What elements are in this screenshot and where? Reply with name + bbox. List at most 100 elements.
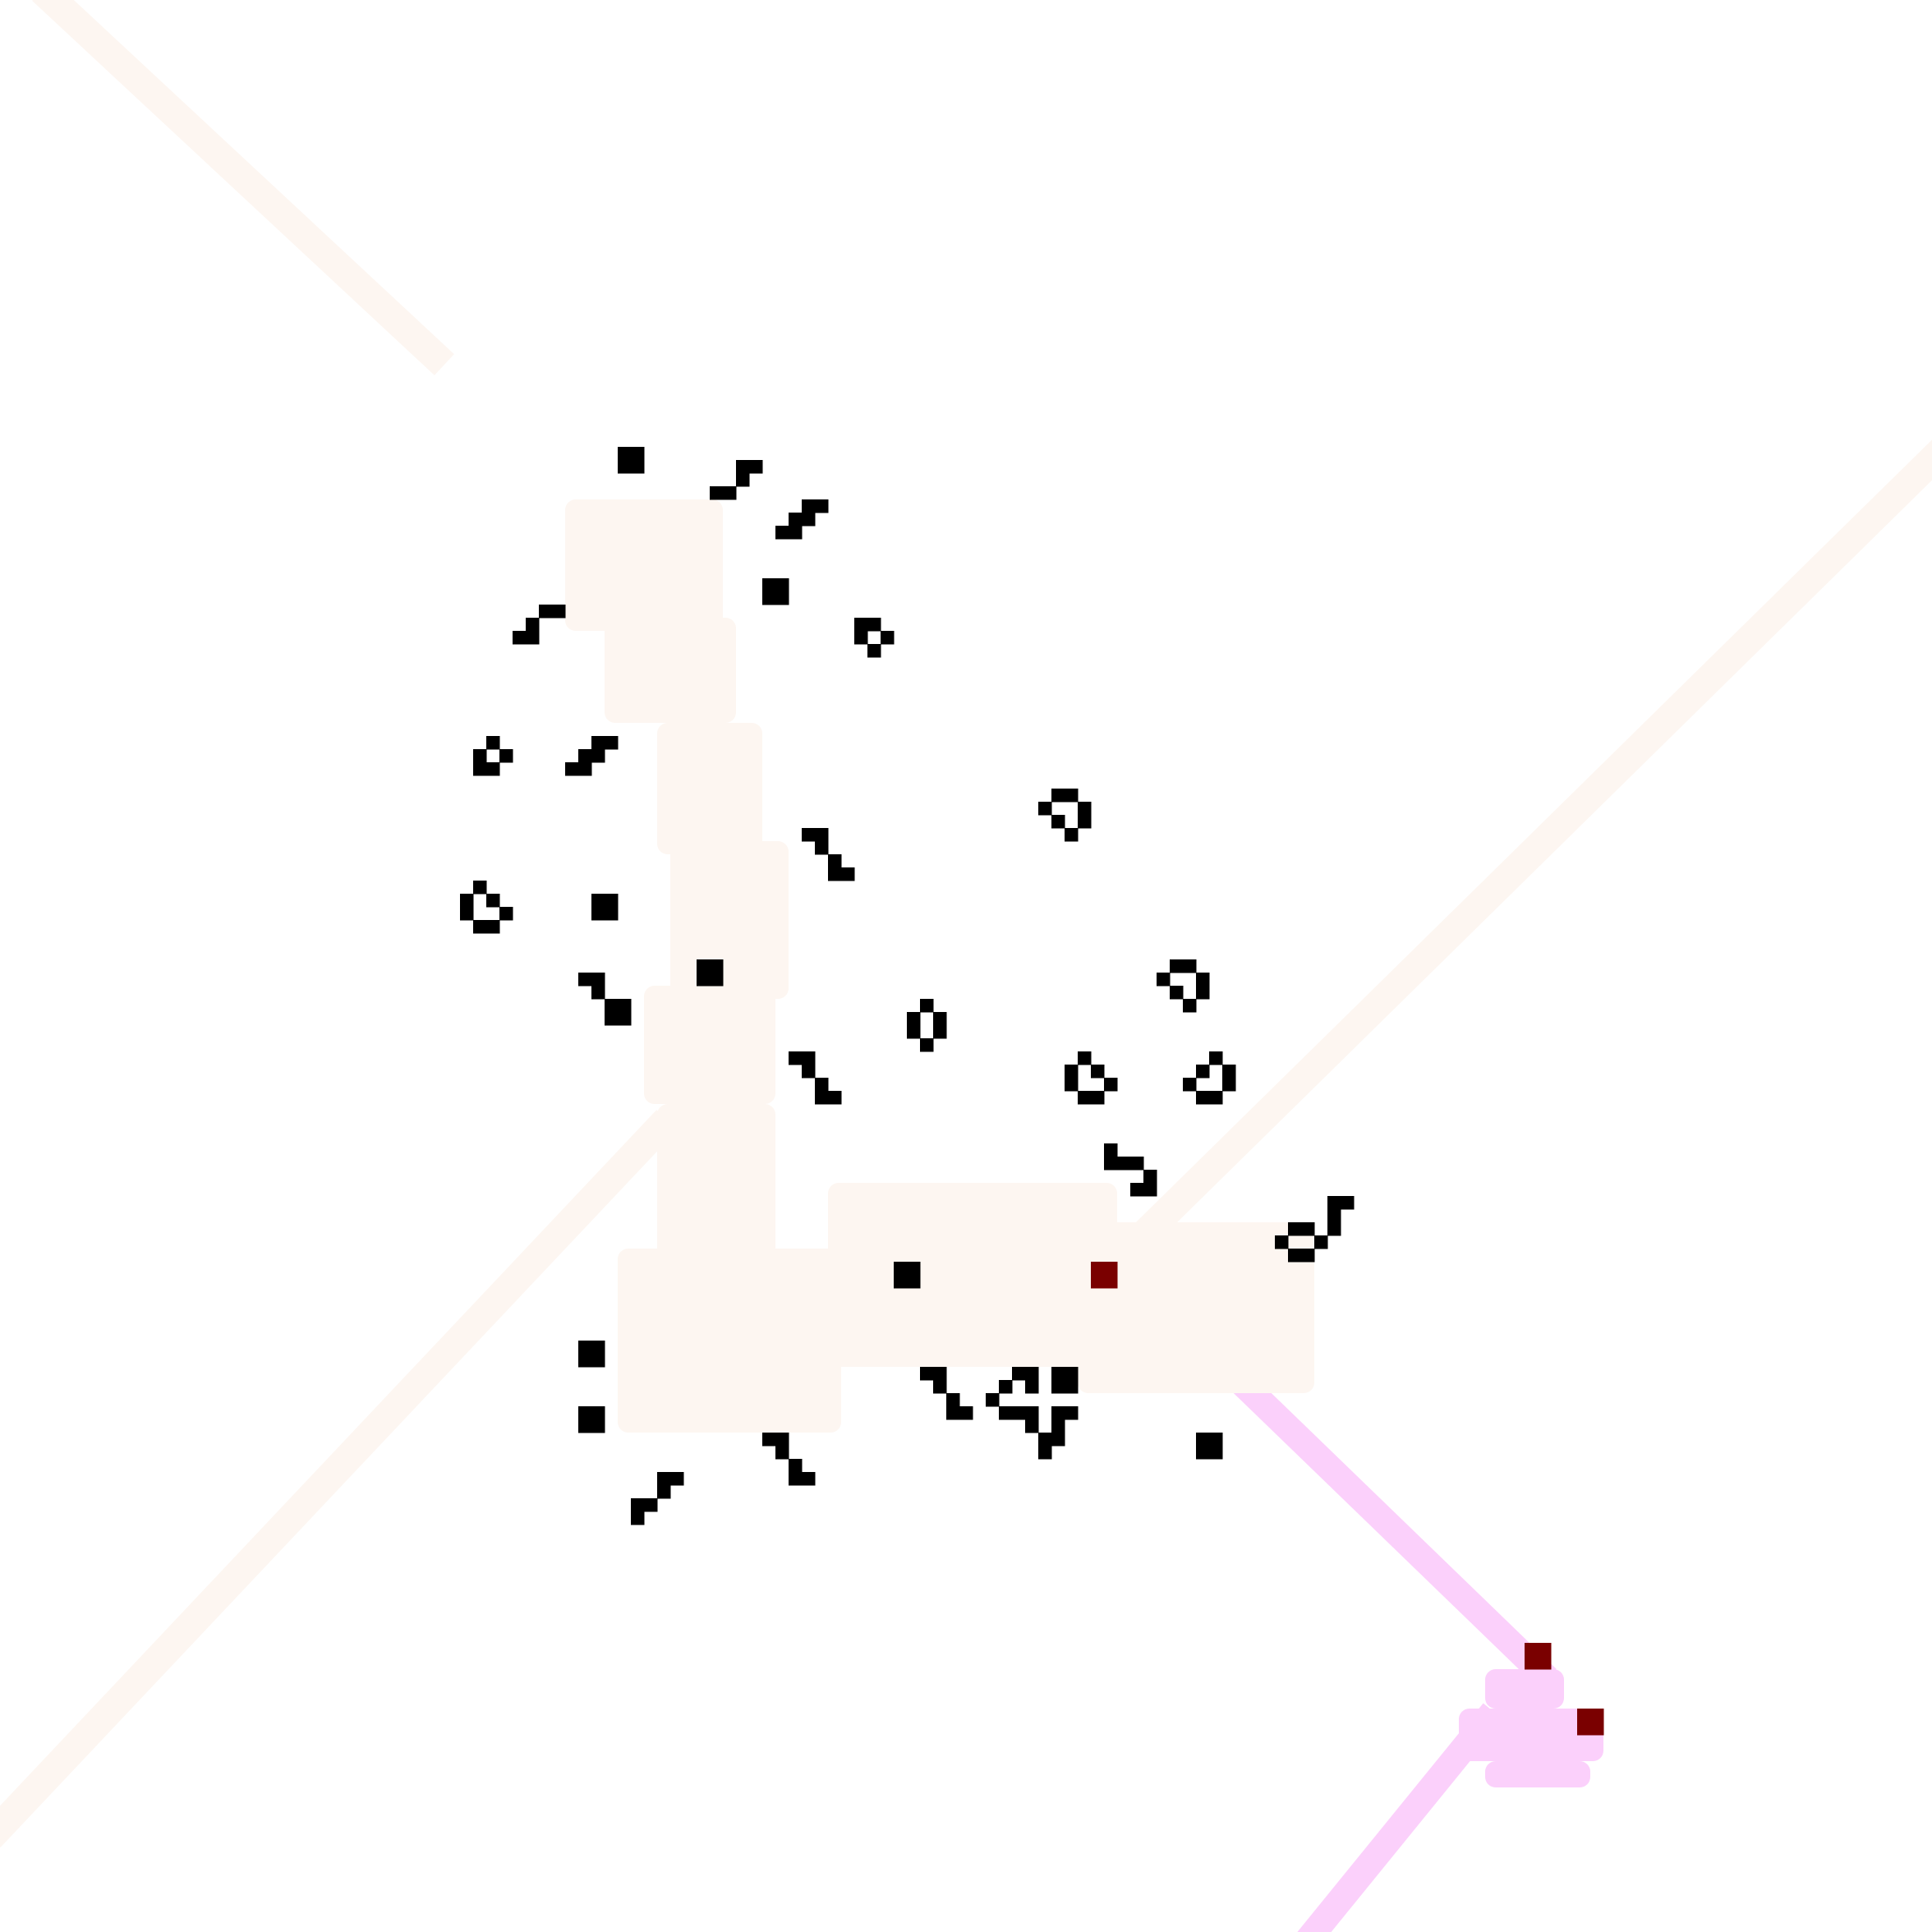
live-cell[interactable] xyxy=(946,1406,960,1420)
pattern-loaf[interactable] xyxy=(1038,789,1092,842)
pattern-glider[interactable] xyxy=(1275,1196,1355,1263)
marker-cell[interactable] xyxy=(1538,1643,1552,1657)
live-cell[interactable] xyxy=(473,749,487,763)
pattern-block[interactable] xyxy=(591,894,619,921)
live-cell[interactable] xyxy=(631,1511,645,1525)
live-cell[interactable] xyxy=(881,631,895,645)
live-cell[interactable] xyxy=(907,1275,921,1289)
pattern-glider[interactable] xyxy=(710,460,763,500)
live-cell[interactable] xyxy=(591,973,605,987)
live-cell[interactable] xyxy=(552,605,566,619)
live-cell[interactable] xyxy=(1012,1367,1026,1381)
live-cell[interactable] xyxy=(631,447,645,461)
live-cell[interactable] xyxy=(1327,1222,1341,1236)
live-cell[interactable] xyxy=(1341,1196,1355,1210)
marker-cell[interactable] xyxy=(1104,1262,1118,1276)
pattern-block[interactable] xyxy=(1196,1433,1223,1460)
pattern-block[interactable] xyxy=(894,1262,921,1289)
pattern-glider[interactable] xyxy=(565,736,619,776)
live-cell[interactable] xyxy=(789,1459,803,1473)
live-cell[interactable] xyxy=(618,1012,632,1026)
pattern-glider[interactable] xyxy=(513,605,566,645)
live-cell[interactable] xyxy=(644,1498,658,1512)
live-cell[interactable] xyxy=(591,894,605,908)
live-cell[interactable] xyxy=(1196,986,1210,1000)
marker-cell[interactable] xyxy=(1091,1275,1105,1289)
live-cell[interactable] xyxy=(1130,1157,1144,1171)
live-cell[interactable] xyxy=(618,999,632,1013)
live-cell[interactable] xyxy=(815,1091,829,1105)
live-cell[interactable] xyxy=(828,854,842,868)
live-cell[interactable] xyxy=(1038,802,1052,816)
marker-cell[interactable] xyxy=(1577,1709,1591,1723)
live-cell[interactable] xyxy=(670,1472,684,1486)
live-cell[interactable] xyxy=(578,1354,592,1368)
live-cell[interactable] xyxy=(1209,1433,1223,1447)
pattern-beehive[interactable] xyxy=(907,999,947,1052)
pattern-glider[interactable] xyxy=(999,1406,1079,1460)
live-cell[interactable] xyxy=(591,1341,605,1355)
live-cell[interactable] xyxy=(605,999,619,1013)
live-cell[interactable] xyxy=(605,1012,619,1026)
live-cell[interactable] xyxy=(486,736,500,750)
live-cell[interactable] xyxy=(933,1025,947,1039)
live-cell[interactable] xyxy=(1222,1065,1236,1079)
live-cell[interactable] xyxy=(1117,1157,1131,1171)
live-cell[interactable] xyxy=(841,867,855,881)
live-cell[interactable] xyxy=(618,460,632,474)
live-cell[interactable] xyxy=(578,1341,592,1355)
live-cell[interactable] xyxy=(1196,1065,1210,1079)
live-cell[interactable] xyxy=(1288,1249,1302,1263)
live-cell[interactable] xyxy=(1196,1433,1210,1447)
live-cell[interactable] xyxy=(499,749,513,763)
live-cell[interactable] xyxy=(657,1485,671,1499)
live-cell[interactable] xyxy=(1104,1078,1118,1092)
live-cell[interactable] xyxy=(867,644,881,658)
live-cell[interactable] xyxy=(999,1406,1013,1420)
pattern-loaf[interactable] xyxy=(460,881,513,934)
live-cell[interactable] xyxy=(1196,1446,1210,1460)
live-cell[interactable] xyxy=(605,907,619,921)
live-cell[interactable] xyxy=(775,526,789,540)
live-cell[interactable] xyxy=(775,1433,789,1447)
live-cell[interactable] xyxy=(815,828,829,842)
live-cell[interactable] xyxy=(907,1012,921,1026)
live-cell[interactable] xyxy=(1327,1196,1341,1210)
live-cell[interactable] xyxy=(1065,1078,1079,1092)
live-cell[interactable] xyxy=(986,1393,1000,1407)
live-cell[interactable] xyxy=(513,631,527,645)
live-cell[interactable] xyxy=(486,894,500,908)
live-cell[interactable] xyxy=(710,486,724,500)
live-cell[interactable] xyxy=(1051,815,1065,829)
live-cell[interactable] xyxy=(999,1380,1013,1394)
live-cell[interactable] xyxy=(1051,1433,1065,1447)
live-cell[interactable] xyxy=(1183,999,1197,1013)
live-cell[interactable] xyxy=(828,1091,842,1105)
live-cell[interactable] xyxy=(1143,1170,1157,1184)
pattern-block[interactable] xyxy=(762,578,789,605)
live-cell[interactable] xyxy=(1301,1249,1315,1263)
live-cell[interactable] xyxy=(1051,789,1065,803)
live-cell[interactable] xyxy=(591,1406,605,1420)
live-cell[interactable] xyxy=(907,1262,921,1276)
live-cell[interactable] xyxy=(618,447,632,461)
live-cell[interactable] xyxy=(631,1498,645,1512)
live-cell[interactable] xyxy=(815,499,829,513)
pattern-block[interactable] xyxy=(578,1341,605,1368)
pattern-loaf[interactable] xyxy=(1157,959,1210,1013)
pattern-marker[interactable] xyxy=(1577,1709,1604,1736)
live-cell[interactable] xyxy=(907,1025,921,1039)
marker-cell[interactable] xyxy=(1590,1709,1604,1723)
live-cell[interactable] xyxy=(486,920,500,934)
live-cell[interactable] xyxy=(578,1419,592,1433)
live-cell[interactable] xyxy=(1104,1157,1118,1171)
live-cell[interactable] xyxy=(789,1051,803,1065)
pattern-glider[interactable] xyxy=(631,1472,684,1525)
live-cell[interactable] xyxy=(815,1078,829,1092)
live-cell[interactable] xyxy=(1038,1446,1052,1460)
live-cell[interactable] xyxy=(802,828,816,842)
live-cell[interactable] xyxy=(828,867,842,881)
live-cell[interactable] xyxy=(1183,1078,1197,1092)
live-cell[interactable] xyxy=(1209,1051,1223,1065)
